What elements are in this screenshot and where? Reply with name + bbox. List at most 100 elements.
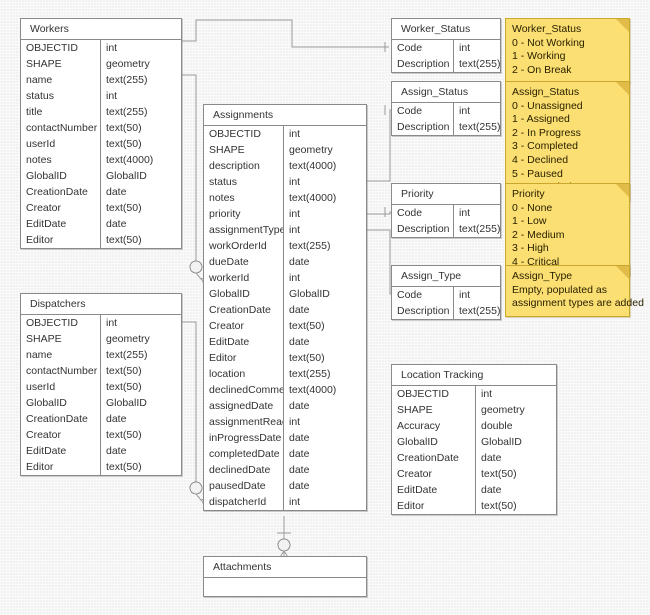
field-name: workerId [204, 270, 284, 286]
field-type: date [481, 452, 502, 464]
field-type: int [106, 317, 118, 329]
field-name: CreationDate [204, 302, 284, 318]
note-line: 2 - Medium [512, 228, 565, 241]
field-type: int [289, 208, 301, 220]
field-type: text(50) [106, 461, 142, 473]
field-type: text(50) [106, 234, 142, 246]
field-type: geometry [106, 58, 150, 70]
note-line: 5 - Paused [512, 167, 563, 180]
field-name: SHAPE [21, 56, 101, 72]
field-type: date [289, 464, 310, 476]
field-type: int [289, 416, 301, 428]
field-name: EditDate [204, 334, 284, 350]
table-row: Editor text(50) [392, 498, 556, 514]
note-line: 4 - Critical [512, 255, 560, 268]
field-name: name [21, 347, 101, 363]
field-type: int [481, 388, 493, 400]
entity-title-worker-status: Worker_Status [392, 19, 500, 40]
field-type: text(255) [289, 368, 331, 380]
field-type: text(255) [459, 121, 500, 133]
field-name: title [21, 104, 101, 120]
field-type: text(50) [106, 138, 142, 150]
field-name: Description [392, 303, 454, 319]
field-name: Creator [21, 427, 101, 443]
note-fold-icon [616, 82, 629, 95]
field-name: dispatcherId [204, 494, 284, 510]
entity-title-priority: Priority [392, 184, 500, 205]
field-name: GlobalID [204, 286, 284, 302]
field-name: completedDate [204, 446, 284, 462]
field-name: SHAPE [392, 402, 476, 418]
note-line: 0 - Not Working [512, 36, 585, 49]
field-name: userId [21, 379, 101, 395]
field-type: text(50) [481, 468, 517, 480]
note-line: 0 - Unassigned [512, 99, 583, 112]
wire-dispatchers-assignments [182, 321, 197, 490]
field-type: date [289, 448, 310, 460]
field-type: text(50) [481, 500, 517, 512]
field-name: declinedComment [204, 382, 284, 398]
field-name: Accuracy [392, 418, 476, 434]
field-type: text(50) [106, 381, 142, 393]
field-name: Creator [392, 466, 476, 482]
field-name: Editor [21, 232, 101, 248]
field-type: int [459, 42, 471, 54]
field-name: CreationDate [21, 184, 101, 200]
field-name: EditDate [21, 443, 101, 459]
note-line: 3 - High [512, 242, 549, 255]
field-type: text(50) [106, 429, 142, 441]
table-row: dispatcherId int [204, 494, 366, 510]
field-name: CreationDate [392, 450, 476, 466]
field-name: SHAPE [21, 331, 101, 347]
field-type: text(255) [106, 74, 148, 86]
field-name: Creator [204, 318, 284, 334]
field-type: int [289, 496, 301, 508]
entity-attachments[interactable]: Attachments [203, 556, 367, 597]
field-type: int [459, 105, 471, 117]
field-type: text(255) [106, 349, 148, 361]
field-name: notes [21, 152, 101, 168]
note-line: 1 - Assigned [512, 113, 570, 126]
field-name: Editor [392, 498, 476, 514]
field-type: int [289, 128, 301, 140]
